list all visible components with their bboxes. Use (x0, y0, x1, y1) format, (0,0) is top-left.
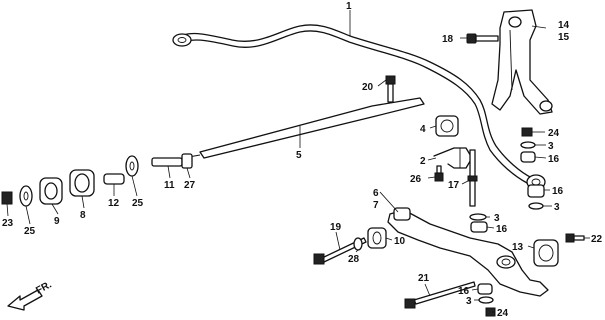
link-washer-stack-middle (469, 213, 488, 233)
leader-lines (6, 10, 590, 313)
radius-rod (159, 97, 425, 163)
callout-3d: 3 (466, 296, 472, 307)
stabilizer-bushing (435, 115, 459, 137)
callout-3c: 3 (494, 213, 500, 224)
callout-14: 14 (558, 20, 570, 31)
callout-2: 2 (420, 156, 426, 167)
callout-4: 4 (420, 124, 426, 135)
callout-11: 11 (164, 180, 175, 191)
callout-16a: 16 (548, 154, 560, 165)
forward-direction-arrow: FR. (7, 279, 54, 311)
callout-12: 12 (108, 198, 120, 209)
bolt-18 (466, 33, 499, 44)
bolt-22 (565, 233, 585, 243)
knuckle-bracket (491, 9, 553, 115)
link-washer-stack-upper (520, 127, 545, 210)
callout-20: 20 (362, 82, 374, 93)
bolt-21 (404, 281, 476, 309)
callout-8: 8 (80, 210, 86, 221)
callout-24b: 24 (497, 308, 509, 319)
callout-10: 10 (394, 236, 406, 247)
callout-17: 17 (448, 180, 460, 191)
bushing-10 (367, 227, 387, 249)
callout-21: 21 (418, 273, 430, 284)
forward-direction-label: FR. (34, 279, 54, 296)
callout-24a: 24 (548, 128, 560, 139)
callout-9: 9 (54, 216, 60, 227)
callout-27: 27 (184, 180, 196, 191)
link-washer-stack-lower (477, 283, 496, 317)
callout-18: 18 (442, 34, 454, 45)
callout-19: 19 (330, 222, 342, 233)
callout-16b: 16 (552, 186, 564, 197)
callout-15: 15 (558, 32, 570, 43)
callout-5: 5 (296, 150, 302, 161)
callout-23: 23 (2, 218, 14, 229)
callout-6: 6 (373, 188, 379, 199)
bushing-holder (433, 147, 473, 169)
stabilizer-link-bolt (467, 149, 478, 207)
lower-arm (387, 207, 549, 297)
stabilizer-bar (172, 24, 546, 190)
radius-rod-bushing-set (1, 153, 193, 207)
callout-28: 28 (348, 254, 360, 265)
nut-26 (434, 165, 444, 182)
callout-7: 7 (373, 200, 379, 211)
washer-28 (353, 237, 363, 251)
lower-arm-bushing (533, 239, 559, 267)
callout-1: 1 (346, 1, 352, 12)
callout-3b: 3 (554, 202, 560, 213)
bolt-20 (385, 75, 396, 103)
callout-22: 22 (591, 234, 603, 245)
callout-16d: 16 (458, 286, 470, 297)
callout-25b: 25 (24, 226, 36, 237)
callout-13: 13 (512, 242, 524, 253)
callout-3a: 3 (548, 141, 554, 152)
callout-16c: 16 (496, 224, 508, 235)
callout-25a: 25 (132, 198, 144, 209)
callout-26: 26 (410, 174, 422, 185)
